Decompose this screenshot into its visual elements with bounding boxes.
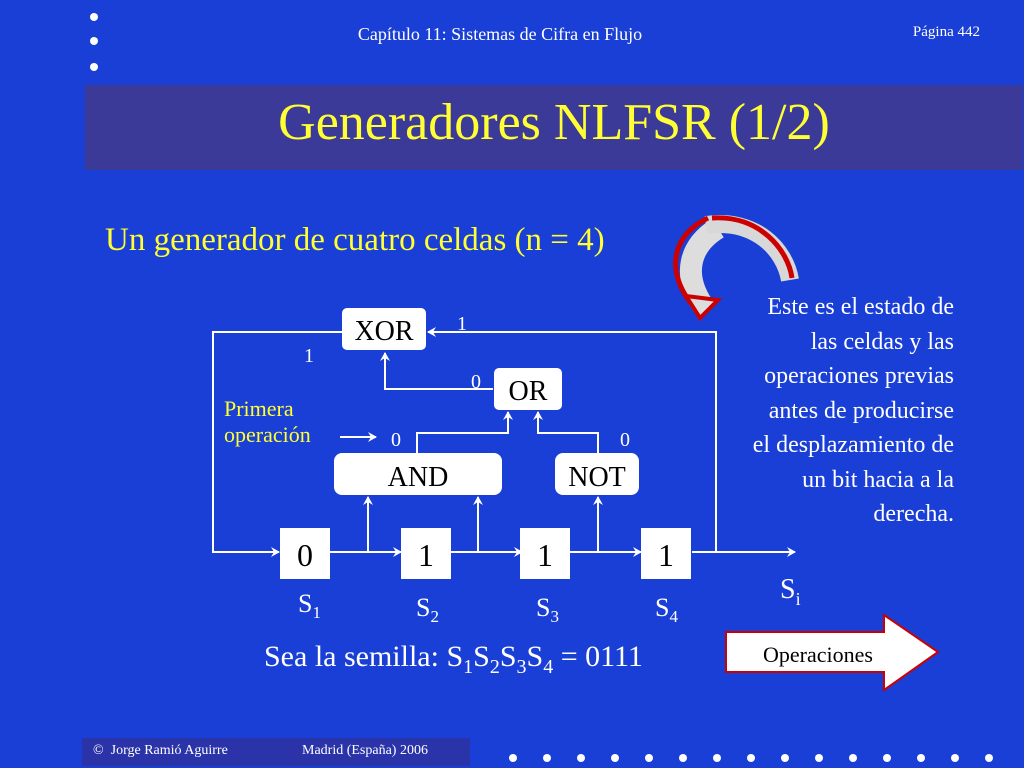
first-op-label: operación [224, 422, 311, 447]
or-label: OR [509, 376, 548, 407]
cell-s4: 1 [641, 528, 691, 579]
and-to-or-wire [416, 411, 513, 455]
decor-dot [90, 63, 98, 71]
s4-to-xor-wire [427, 327, 717, 552]
feedback-wire [212, 331, 343, 557]
or-to-xor-wire [380, 352, 493, 390]
slide-subtitle: Un generador de cuatro celdas (n = 4) [105, 222, 605, 258]
or-gate: OR [494, 368, 562, 410]
cell-value: 1 [658, 537, 674, 573]
xor-label: XOR [354, 316, 413, 347]
footer-author: © Jorge Ramió Aguirre [93, 743, 228, 758]
wire-value-feedback: 1 [304, 345, 314, 367]
cell-label-s1: S1 [298, 589, 321, 622]
and-label: AND [388, 462, 449, 493]
wire-value-or: 0 [471, 371, 481, 393]
footer-place: Madrid (España) 2006 [302, 743, 428, 758]
curved-arrow-icon [673, 215, 799, 322]
not-label: NOT [568, 462, 626, 493]
wire-value-and: 0 [391, 429, 401, 451]
wire-value-xor: 1 [457, 313, 467, 335]
not-to-or-wire [533, 411, 599, 455]
output-label-si: Si [780, 574, 801, 609]
s1-to-and-wire [330, 496, 373, 553]
cell-value: 1 [537, 537, 553, 573]
decor-dot [90, 13, 98, 21]
chapter-header: Capítulo 11: Sistemas de Cifra en Flujo [357, 24, 643, 44]
operaciones-button[interactable]: Operaciones [725, 613, 940, 692]
first-op-label: Primera [224, 396, 294, 421]
cell-s3: 1 [520, 528, 570, 579]
cell-s1: 0 [280, 528, 330, 579]
cell-s2: 1 [401, 528, 451, 579]
copyright-icon: © [93, 743, 104, 758]
decor-dots-bottom [509, 754, 993, 762]
seed-statement: Sea la semilla: S1S2S3S4 = 0111 [264, 640, 643, 678]
footer-bar [82, 738, 470, 766]
operaciones-label: Operaciones [763, 642, 873, 667]
cell-label-s4: S4 [655, 593, 678, 626]
wire-value-not: 0 [620, 429, 630, 451]
cell-label-s3: S3 [536, 593, 559, 626]
page-number: Página 442 [912, 24, 980, 40]
decor-dot [90, 37, 98, 45]
title-band [85, 85, 1023, 170]
side-note: Este es el estado de las celdas y las op… [752, 294, 954, 527]
slide-title: Generadores NLFSR (1/2) [278, 94, 830, 151]
cell-value: 0 [297, 537, 313, 573]
cell-label-s2: S2 [416, 593, 439, 626]
and-gate: AND [334, 453, 502, 495]
xor-gate: XOR [342, 308, 426, 350]
not-gate: NOT [555, 453, 639, 495]
cell-value: 1 [418, 537, 434, 573]
